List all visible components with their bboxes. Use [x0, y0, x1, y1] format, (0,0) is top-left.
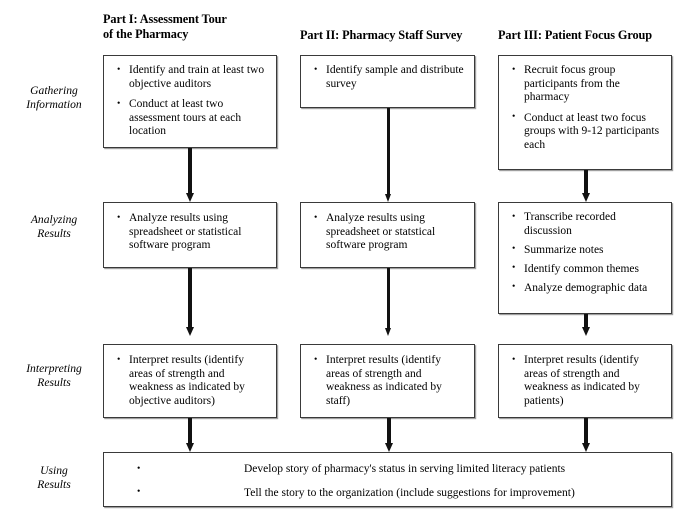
list-analyzing-part-1: Analyze results using spreadsheet or sta…: [116, 212, 267, 253]
list-item: Analyze results using spreadsheet or sta…: [116, 212, 267, 253]
list-gathering-part-1: Identify and train at least two objectiv…: [116, 63, 267, 139]
arrow-down-part-2-gathering-to-analyzing: [387, 108, 390, 194]
list-item: Identify and train at least two objectiv…: [116, 63, 267, 91]
list-item: Identify common themes: [511, 262, 665, 277]
box-interpreting-part-2: Interpret results (identify areas of str…: [300, 344, 475, 418]
box-interpreting-part-3: Interpret results (identify areas of str…: [498, 344, 672, 418]
arrow-down-part-3-gathering-to-analyzing: [584, 170, 588, 194]
box-gathering-part-3: Recruit focus group participants from th…: [498, 55, 672, 170]
list-item: Interpret results (identify areas of str…: [313, 353, 465, 408]
list-gathering-part-2: Identify sample and distribute survey: [313, 63, 465, 91]
list-analyzing-part-2: Analyze results using spreadsheet or sta…: [313, 212, 465, 253]
arrow-down-part-3-analyzing-to-interpreting: [584, 314, 588, 328]
arrow-down-part-1-analyzing-to-interpreting: [188, 268, 192, 328]
stage-label-interpreting-results: Interpreting Results: [26, 362, 82, 389]
arrow-down-part-2-interpreting-to-using: [387, 418, 391, 444]
box-interpreting-part-1: Interpret results (identify areas of str…: [103, 344, 277, 418]
stage-label-analyzing-results: Analyzing Results: [30, 213, 78, 240]
arrow-down-part-1-gathering-to-analyzing: [188, 148, 192, 194]
list-item: Analyze results using spreadsheet or sta…: [313, 212, 465, 253]
list-item: Recruit focus group participants from th…: [511, 64, 662, 105]
list-gathering-part-3: Recruit focus group participants from th…: [511, 64, 662, 153]
column-header-part-2: Part II: Pharmacy Staff Survey: [300, 28, 463, 42]
box-gathering-part-2: Identify sample and distribute survey: [300, 55, 475, 108]
list-item: Develop story of pharmacy's status in se…: [104, 463, 671, 477]
box-using-results-summary: Develop story of pharmacy's status in se…: [103, 452, 672, 507]
list-interpreting-part-1: Interpret results (identify areas of str…: [116, 353, 267, 408]
arrow-down-part-2-analyzing-to-interpreting: [387, 268, 390, 328]
column-header-part-1: Part I: Assessment Tour of the Pharmacy: [103, 12, 227, 41]
list-item: Identify sample and distribute survey: [313, 63, 465, 91]
list-item: Transcribe recorded discussion: [511, 210, 665, 238]
stage-label-gathering-information: Gathering Information: [26, 84, 82, 111]
list-analyzing-part-3: Transcribe recorded discussion Summarize…: [511, 210, 665, 296]
list-using-results: Develop story of pharmacy's status in se…: [104, 463, 671, 500]
list-item: Tell the story to the organization (incl…: [104, 486, 671, 501]
list-interpreting-part-2: Interpret results (identify areas of str…: [313, 353, 465, 408]
box-analyzing-part-1: Analyze results using spreadsheet or sta…: [103, 202, 277, 268]
arrow-down-part-1-interpreting-to-using: [188, 418, 192, 444]
box-analyzing-part-2: Analyze results using spreadsheet or sta…: [300, 202, 475, 268]
box-gathering-part-1: Identify and train at least two objectiv…: [103, 55, 277, 148]
list-interpreting-part-3: Interpret results (identify areas of str…: [511, 353, 662, 408]
box-analyzing-part-3: Transcribe recorded discussion Summarize…: [498, 202, 672, 314]
arrow-down-part-3-interpreting-to-using: [584, 418, 588, 444]
list-item: Interpret results (identify areas of str…: [116, 353, 267, 408]
stage-label-using-results: Using Results: [37, 464, 71, 491]
list-item: Summarize notes: [511, 243, 665, 258]
list-item: Conduct at least two focus groups with 9…: [511, 111, 662, 153]
list-item: Analyze demographic data: [511, 281, 665, 296]
column-header-part-3: Part III: Patient Focus Group: [498, 28, 652, 42]
list-item: Interpret results (identify areas of str…: [511, 353, 662, 408]
list-item: Conduct at least two assessment tours at…: [116, 98, 267, 139]
